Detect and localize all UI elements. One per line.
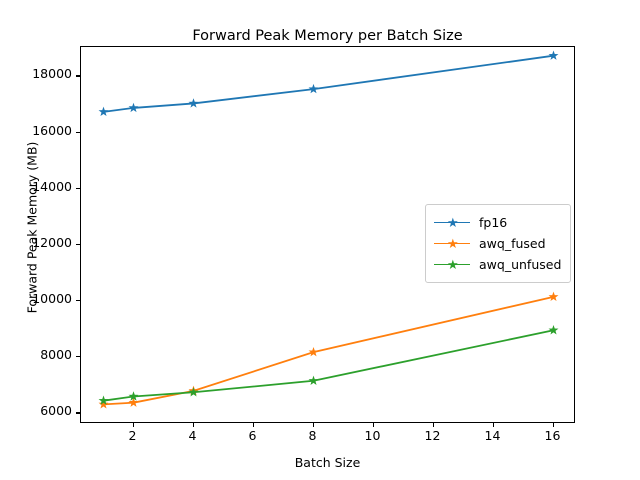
y-tick-label: 10000: [32, 291, 72, 307]
page-title: Forward Peak Memory per Batch Size: [192, 28, 463, 44]
legend-line-icon: [434, 263, 470, 266]
y-tick-mark: [76, 300, 80, 302]
data-point-marker: [548, 325, 559, 335]
y-tick-label: 8000: [40, 347, 72, 363]
data-point-marker: [308, 346, 319, 357]
x-tick-mark: [552, 423, 554, 427]
series-line-awq_fused: [103, 295, 554, 406]
y-tick-mark: [76, 412, 80, 414]
x-tick-mark: [312, 423, 314, 427]
data-point-marker: [188, 387, 199, 397]
y-tick-mark: [76, 243, 80, 246]
legend-label: fp16: [479, 215, 508, 230]
legend-line-icon: [434, 221, 470, 224]
series-line-fp16: [103, 54, 554, 113]
legend-item-awq_fused[interactable]: ★ awq_fused: [434, 233, 561, 254]
legend-item-awq_unfused[interactable]: ★ awq_unfused: [434, 254, 561, 275]
data-point-marker: [98, 399, 109, 409]
data-point-marker: [308, 375, 319, 385]
x-tick-label: 16: [544, 428, 561, 443]
x-tick-mark: [192, 423, 194, 427]
y-tick-label: 12000: [32, 234, 72, 250]
series-canvas: [98, 50, 559, 409]
x-tick-label: 12: [424, 428, 441, 443]
legend-swatch-icon: ★: [434, 258, 470, 272]
y-tick-mark: [76, 187, 80, 189]
x-tick-mark: [492, 423, 494, 427]
x-tick-mark: [132, 423, 134, 427]
x-tick-label: 14: [484, 428, 501, 443]
y-tick-label: 16000: [32, 122, 72, 138]
data-point-marker: [548, 291, 559, 302]
data-point-marker: [548, 50, 559, 60]
plot-area: [80, 46, 575, 423]
legend-line-icon: [434, 242, 470, 245]
x-tick-label: 10: [364, 428, 381, 443]
x-tick-label: 4: [188, 428, 197, 443]
legend-label: awq_fused: [479, 236, 546, 251]
x-tick-mark: [252, 423, 254, 427]
legend-swatch-icon: ★: [434, 237, 470, 251]
x-tick-label: 8: [308, 428, 317, 443]
data-point-marker: [128, 102, 139, 113]
x-tick-mark: [372, 423, 374, 427]
y-tick-mark: [76, 131, 80, 133]
y-tick-label: 6000: [40, 403, 72, 419]
x-axis-label: Batch Size: [294, 455, 361, 470]
data-point-marker: [98, 106, 109, 117]
data-point-marker: [128, 391, 139, 401]
data-point-marker: [98, 395, 109, 405]
y-tick-label: 14000: [32, 178, 72, 194]
legend-star-icon: ★: [447, 236, 459, 252]
y-tick-label: 18000: [32, 66, 72, 82]
data-point-marker: [188, 98, 199, 108]
data-point-marker: [308, 83, 319, 94]
x-tick-label: 2: [128, 428, 137, 443]
legend-label: awq_unfused: [479, 257, 562, 272]
x-tick-label: 6: [248, 428, 257, 443]
legend-star-icon: ★: [447, 257, 459, 273]
y-tick-mark: [76, 356, 80, 358]
legend-star-icon: ★: [447, 215, 459, 231]
series-line-awq_unfused: [103, 329, 554, 402]
x-tick-mark: [432, 423, 434, 427]
data-point-marker: [128, 397, 139, 407]
legend: ★ fp16 ★ awq_fused ★ awq_unfused: [425, 204, 572, 283]
y-tick-mark: [76, 75, 80, 77]
legend-swatch-icon: ★: [434, 216, 470, 230]
legend-item-fp16[interactable]: ★ fp16: [434, 212, 561, 233]
